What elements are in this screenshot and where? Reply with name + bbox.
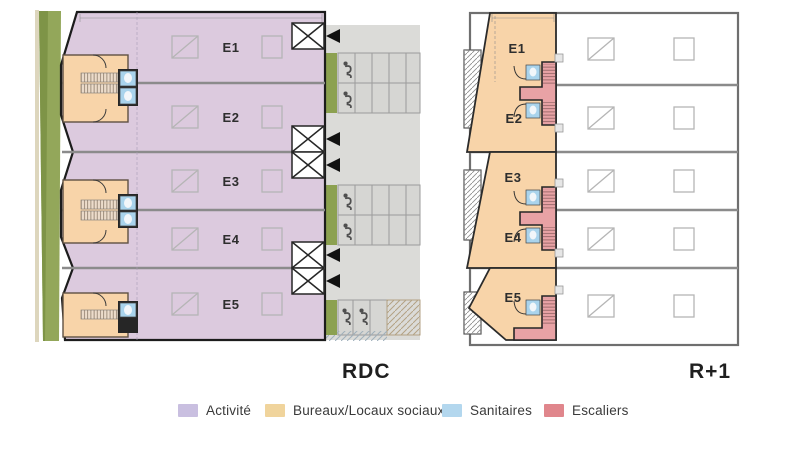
legend-swatch-activite — [178, 404, 198, 417]
r1-unit-label-e2: E2 — [505, 111, 522, 126]
skylight-icon — [171, 35, 283, 316]
r1-dimension-lines — [491, 14, 555, 82]
r1-toilet-fixtures — [529, 67, 537, 312]
legend-label-activite: Activité — [206, 403, 252, 418]
legend-swatch-bureaux — [265, 404, 285, 417]
stair-wc-cores — [118, 69, 138, 333]
legend-item-bureaux: Bureaux/Locaux sociaux — [265, 403, 445, 418]
direction-arrow-icon — [326, 29, 340, 288]
toilet-fixtures — [124, 73, 132, 315]
dimension-lines — [79, 12, 323, 340]
parking-area — [313, 25, 421, 341]
door-arcs — [92, 54, 107, 307]
legend-swatch-sanitaires — [442, 404, 462, 417]
rdc-unit-label-e2: E2 — [222, 110, 239, 125]
stair-flights — [80, 72, 119, 320]
grass-strip — [35, 10, 61, 342]
r1-skylight-icon — [587, 37, 695, 318]
legend-item-sanitaires: Sanitaires — [442, 403, 532, 418]
rdc-title: RDC — [342, 360, 391, 383]
parking-space-lines — [338, 53, 420, 335]
rdc-unit-label-e5: E5 — [222, 297, 239, 312]
hatched-strip — [313, 331, 387, 341]
legend-label-sanitaires: Sanitaires — [470, 403, 533, 418]
sectional-door-icon — [291, 22, 325, 295]
legend-swatch-escaliers — [544, 404, 564, 417]
rdc-unit-label-e3: E3 — [222, 174, 239, 189]
core-columns — [554, 53, 564, 295]
r1-unit-label-e5: E5 — [504, 290, 521, 305]
r1-floor-plan: E1 E2 E3 E4 E5 — [462, 8, 742, 348]
hatched-canopies — [463, 49, 482, 335]
rdc-unit-label-e4: E4 — [222, 232, 239, 247]
r1-unit-label-e4: E4 — [504, 230, 521, 245]
legend-label-bureaux: Bureaux/Locaux sociaux — [293, 403, 445, 418]
r1-stair-cores — [513, 53, 564, 341]
green-strips — [326, 53, 337, 335]
r1-door-arcs — [513, 65, 527, 315]
r1-title: R+1 — [689, 360, 732, 383]
hatched-corner — [386, 299, 421, 336]
r1-unit-label-e1: E1 — [508, 41, 525, 56]
rdc-unit-label-e1: E1 — [222, 40, 239, 55]
r1-unit-label-e3: E3 — [504, 170, 521, 185]
rdc-floor-plan: E1 E2 E3 E4 E5 — [35, 5, 425, 350]
legend-label-escaliers: Escaliers — [572, 403, 629, 418]
legend-item-activite: Activité — [178, 403, 251, 418]
legend-item-escaliers: Escaliers — [544, 403, 629, 418]
